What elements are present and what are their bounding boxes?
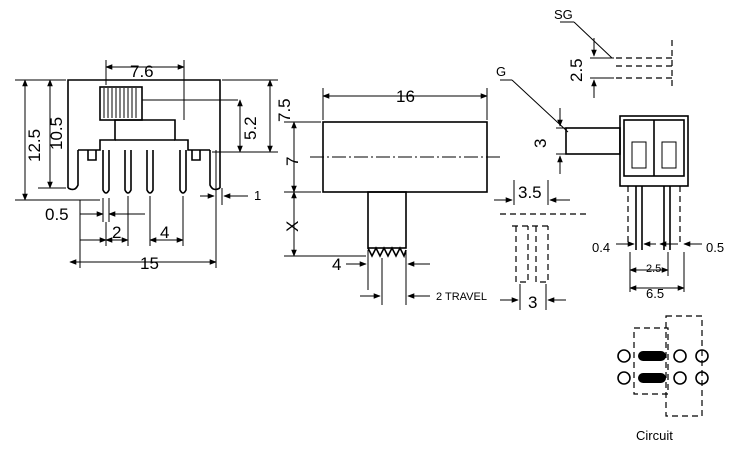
dim-side-actuator-x: X	[283, 221, 302, 232]
dim-front-height-top: 7.5	[275, 98, 294, 122]
sg-detail	[560, 21, 673, 98]
dim-end-left: 0.4	[592, 240, 610, 255]
front-view	[15, 60, 278, 268]
dim-front-width-total: 15	[140, 254, 159, 273]
dim-right-travel: 3	[528, 293, 537, 312]
slot-detail	[494, 180, 586, 310]
dim-end-right: 0.5	[706, 240, 724, 255]
dim-end-total: 6.5	[646, 286, 664, 301]
dim-side-length: 16	[396, 87, 415, 106]
dim-sg: 2.5	[567, 58, 586, 82]
circuit-caption: Circuit	[636, 428, 673, 443]
dim-front-height-total: 12.5	[25, 129, 44, 162]
dim-front-right-small: 1	[254, 188, 261, 203]
dim-front-width-top: 7.6	[130, 62, 154, 81]
dim-side-height: 7	[283, 157, 302, 166]
dim-g: 3	[531, 139, 550, 148]
circuit-diagram	[617, 315, 709, 417]
dim-front-pitch-a: 2	[112, 223, 121, 242]
label-sg: SG	[554, 7, 573, 22]
dim-side-travel: 2 TRAVEL	[436, 291, 487, 303]
dim-front-height-inner: 5.2	[241, 116, 260, 140]
dim-front-height-body: 10.5	[47, 117, 66, 150]
side-view	[284, 88, 500, 305]
label-g: G	[496, 64, 506, 79]
dim-front-pin-width: 0.5	[45, 205, 69, 224]
dim-side-actuator-width: 4	[332, 255, 341, 274]
end-view	[500, 79, 702, 292]
dim-front-pitch-b: 4	[160, 223, 169, 242]
dim-end-pitch: 2.5	[646, 263, 661, 275]
dim-right-slot-width: 3.5	[518, 183, 542, 202]
